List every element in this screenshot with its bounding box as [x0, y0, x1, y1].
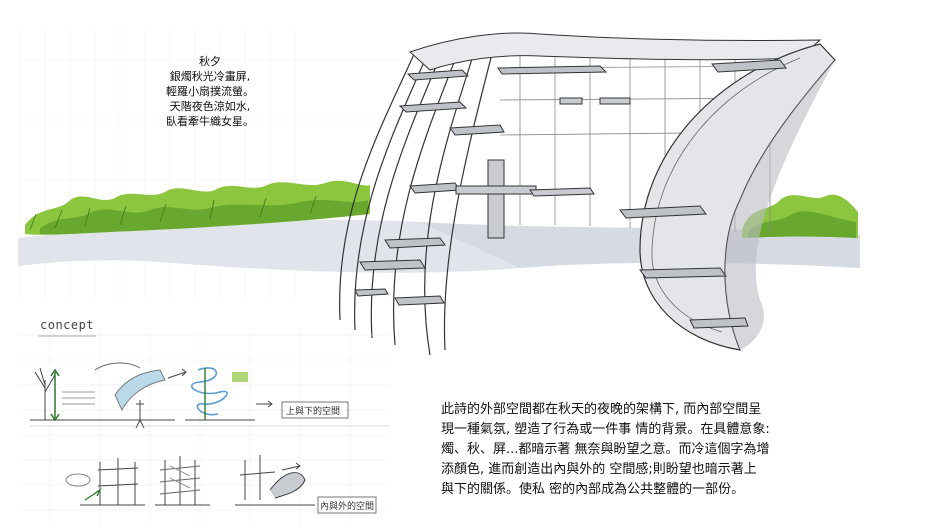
description-line-3: 燭、秋、屏...都暗示著 無奈與盼望之意。而冷這個字為增 — [441, 440, 861, 460]
grid-paper-concept — [20, 330, 390, 525]
concept-sketch-lattice — [155, 456, 210, 505]
poem-line-4: 臥看牽牛織女星。 — [120, 114, 300, 129]
poem-block: 秋夕 銀燭秋光冷畫屏, 輕羅小扇撲流螢。 天階夜色涼如水, 臥看牽牛織女星。 — [120, 54, 300, 129]
poem-title: 秋夕 — [120, 54, 300, 69]
description-line-1: 此詩的外部空間都在秋天的夜晚的架構下, 而內部空間呈 — [441, 400, 861, 420]
poem-line-2: 輕羅小扇撲流螢。 — [120, 84, 300, 99]
concept-sketch-frame — [66, 458, 145, 505]
description-block: 此詩的外部空間都在秋天的夜晚的架構下, 而內部空間呈 現一種氣氛, 塑造了行為或… — [441, 400, 861, 500]
concept-label-up-down: 上與下的空間 — [286, 405, 340, 417]
concept-sketch-curve — [235, 455, 315, 505]
concept-heading: concept — [40, 318, 94, 332]
concept-sketch-tree — [30, 368, 110, 420]
roof-shelf — [498, 66, 606, 74]
description-line-2: 現一種氣氛, 塑造了行為或一件事 情的背景。在具體意象: — [441, 420, 861, 440]
description-line-5: 與下的關係。使私 密的內部成為公共整體的一部份。 — [441, 480, 861, 500]
concept-label-in-out: 內與外的空間 — [320, 500, 374, 512]
concept-sketch-spiral — [185, 368, 272, 420]
concept-sketch-canopy — [95, 363, 186, 428]
center-shelving — [456, 98, 630, 238]
poem-line-3: 天階夜色涼如水, — [120, 99, 300, 114]
poem-line-1: 銀燭秋光冷畫屏, — [120, 69, 300, 84]
description-line-4: 添顏色, 進而創造出內與外的 空間感;則盼望也暗示著上 — [441, 460, 861, 480]
